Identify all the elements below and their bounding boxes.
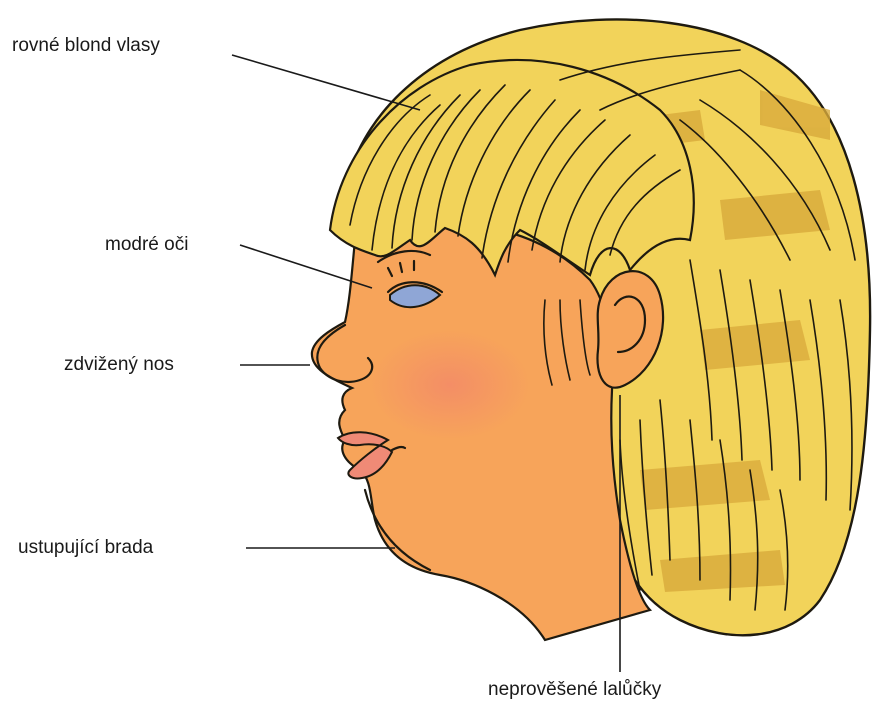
cheek-blush xyxy=(370,330,530,440)
label-eyes: modré oči xyxy=(105,235,188,254)
leader-hair xyxy=(232,55,420,110)
label-nose: zdvižený nos xyxy=(64,355,174,374)
label-chin: ustupující brada xyxy=(18,538,153,557)
label-earlobes: neprověšené lalůčky xyxy=(488,680,661,699)
label-hair: rovné blond vlasy xyxy=(12,36,160,55)
